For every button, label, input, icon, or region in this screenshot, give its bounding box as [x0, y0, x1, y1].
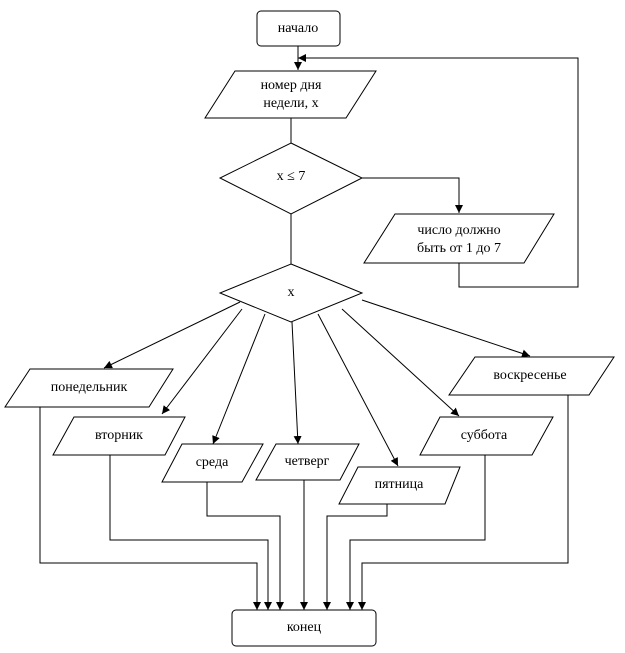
saturday-node: суббота — [419, 416, 554, 456]
sunday-node: воскресенье — [448, 356, 615, 396]
thursday-node: четверг — [255, 443, 360, 481]
tuesday-label: вторник — [95, 428, 143, 443]
arrow-monday-to-end — [39, 407, 261, 610]
input-node: номер дня недели, x — [204, 70, 377, 119]
input-label-line1: номер дня — [261, 78, 322, 93]
friday-node: пятница — [338, 466, 461, 505]
connectors — [39, 46, 579, 610]
saturday-label: суббота — [461, 428, 508, 443]
arrow-sunday-to-end — [358, 395, 569, 610]
thursday-label: четверг — [285, 454, 330, 469]
wednesday-node: среда — [161, 443, 264, 483]
tuesday-node: вторник — [52, 416, 186, 456]
wednesday-label: среда — [196, 455, 229, 470]
monday-label: понедельник — [51, 380, 128, 395]
arrow-switch-to-wednesday — [212, 313, 266, 445]
input-label-line2: недели, x — [263, 96, 318, 111]
error-label-line1: число должно — [417, 223, 500, 238]
start-label: начало — [278, 21, 319, 36]
end-label: конец — [287, 620, 322, 635]
error-label-line2: быть от 1 до 7 — [417, 241, 501, 256]
arrow-switch-to-tuesday — [161, 308, 243, 415]
arrow-switch-to-saturday — [341, 308, 460, 417]
arrow-saturday-to-end — [346, 455, 486, 610]
arrow-condition-to-error — [362, 177, 463, 213]
friday-label: пятница — [375, 477, 425, 492]
condition-node: x ≤ 7 — [218, 142, 364, 215]
switch-node: x — [218, 263, 364, 323]
arrow-switch-to-friday — [317, 313, 399, 467]
arrow-switch-to-thursday — [291, 321, 302, 445]
monday-node: понедельник — [4, 368, 174, 408]
arrow-error-loop-back — [298, 54, 579, 288]
start-node: начало — [256, 10, 341, 47]
arrow-switch-to-monday — [103, 301, 241, 369]
arrow-tuesday-to-end — [109, 455, 272, 610]
sunday-label: воскресенье — [493, 368, 566, 383]
switch-label: x — [288, 285, 295, 300]
arrow-switch-to-sunday — [361, 299, 531, 358]
arrow-friday-to-end — [323, 504, 388, 610]
condition-label: x ≤ 7 — [277, 169, 306, 184]
end-node: конец — [231, 609, 377, 647]
error-output-node: число должно быть от 1 до 7 — [363, 213, 555, 264]
arrow-wednesday-to-end — [206, 482, 284, 610]
